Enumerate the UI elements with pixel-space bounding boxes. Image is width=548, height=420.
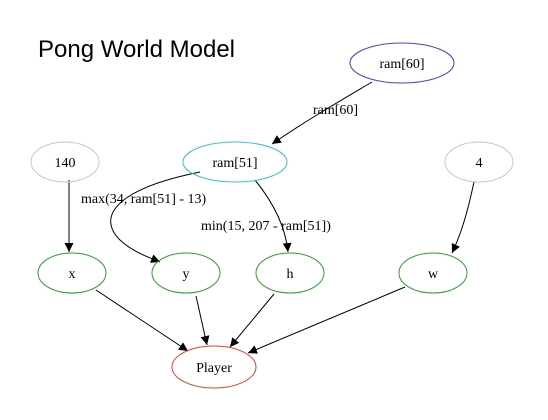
node-w-shape bbox=[398, 252, 468, 294]
node-ram60-shape bbox=[349, 42, 455, 84]
diagram-title: Pong World Model bbox=[38, 36, 235, 63]
node-ram51: ram[51] bbox=[182, 141, 288, 183]
node-w: w bbox=[398, 252, 468, 294]
node-x-shape bbox=[37, 252, 107, 294]
node-ram60: ram[60] bbox=[349, 42, 455, 84]
node-ram51-shape bbox=[182, 141, 288, 183]
node-140-label: 140 bbox=[55, 156, 76, 171]
node-y-shape bbox=[151, 252, 221, 294]
edges: ram[60] max(34, ram[51] - 13) min(15, 20… bbox=[64, 81, 475, 354]
node-ram60-label: ram[60] bbox=[379, 57, 424, 72]
edge-x-to-player bbox=[95, 289, 189, 352]
node-140-shape bbox=[30, 141, 100, 183]
node-y-label: y bbox=[183, 267, 190, 282]
edge-label-ram51-h: min(15, 207 - ram[51]) bbox=[201, 219, 331, 234]
node-player-shape bbox=[171, 345, 257, 389]
edge-4-to-w bbox=[451, 181, 475, 254]
node-4: 4 bbox=[444, 141, 514, 183]
edge-h-to-player bbox=[229, 293, 275, 348]
node-x-label: x bbox=[69, 267, 76, 282]
edge-ram51-to-h bbox=[254, 179, 292, 253]
edge-ram60-to-ram51 bbox=[271, 81, 373, 145]
node-4-shape bbox=[444, 141, 514, 183]
edge-y-to-player bbox=[195, 295, 210, 346]
node-ram51-label: ram[51] bbox=[212, 156, 257, 171]
node-h: h bbox=[255, 252, 325, 294]
node-140: 140 bbox=[30, 141, 100, 183]
node-4-label: 4 bbox=[476, 156, 483, 171]
edge-w-to-player bbox=[247, 286, 406, 354]
node-h-shape bbox=[255, 252, 325, 294]
node-player-label: Player bbox=[196, 361, 232, 376]
node-h-label: h bbox=[287, 267, 294, 282]
node-w-label: w bbox=[428, 267, 439, 282]
edge-label-ram60: ram[60] bbox=[313, 103, 358, 118]
node-player: Player bbox=[171, 345, 257, 389]
edge-ram51-to-y bbox=[110, 171, 201, 263]
edge-label-ram51-y: max(34, ram[51] - 13) bbox=[81, 192, 207, 207]
node-y: y bbox=[151, 252, 221, 294]
node-x: x bbox=[37, 252, 107, 294]
